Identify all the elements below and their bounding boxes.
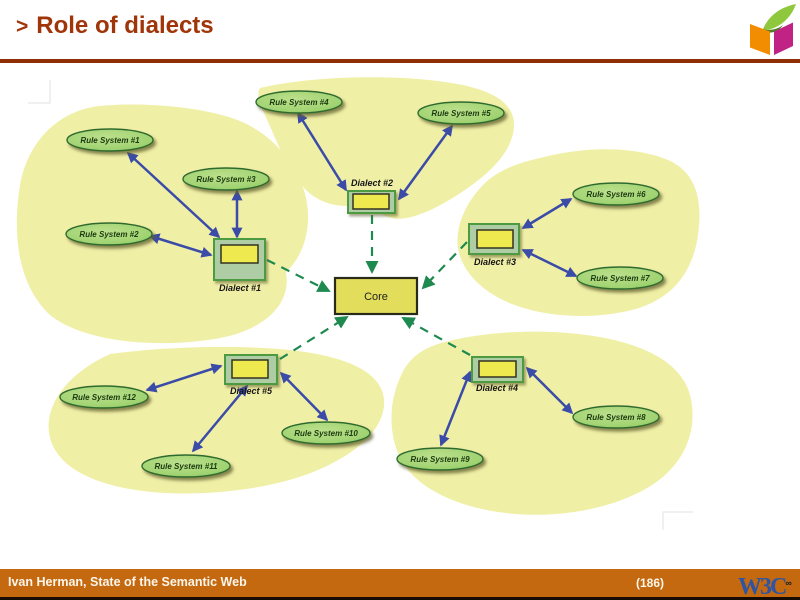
link-rs6-d3: [521, 197, 573, 230]
rule-system-7-label: Rule System #7: [590, 274, 650, 283]
rule-system-4-ellipse: [255, 90, 343, 114]
link-rs5-d2: [397, 124, 454, 201]
footer-bar: Ivan Herman, State of the Semantic Web (…: [0, 569, 800, 600]
rule-system-8-ellipse: [572, 405, 660, 429]
dialect-3-node: Dialect #3: [468, 223, 520, 267]
rule-system-4-label: Rule System #4: [269, 98, 329, 107]
dialect-5-label: Dialect #5: [230, 386, 273, 396]
dialect-5-inner-rect: [231, 359, 269, 379]
dialect-nodes: Dialect #1 Dialect #2 Dialect #3 Dialect…: [213, 178, 524, 396]
rule-system-3-node: Rule System #3: [182, 167, 270, 191]
rule-system-11-node: Rule System #11: [141, 454, 231, 478]
rule-system-1-label: Rule System #1: [80, 136, 140, 145]
rule-system-3-label: Rule System #3: [196, 175, 256, 184]
dialect-3-label: Dialect #3: [474, 257, 516, 267]
rule-system-9-label: Rule System #9: [410, 455, 470, 464]
dialect-to-core-links: [266, 215, 471, 360]
rule-system-12-label: Rule System #12: [72, 393, 136, 402]
link-rs2-d1: [148, 233, 213, 258]
rule-system-3-ellipse: [182, 167, 270, 191]
footer-page-number: (186): [635, 576, 664, 590]
link-rs10-d5: [279, 371, 329, 422]
link-rs7-d3: [521, 248, 578, 278]
rule-system-6-label: Rule System #6: [586, 190, 646, 199]
dialect-5-node: Dialect #5: [224, 354, 278, 396]
link-dialect3-core: [421, 241, 468, 290]
link-rs11-d5: [191, 384, 249, 453]
rule-system-5-label: Rule System #5: [431, 109, 491, 118]
slide-header: > Role of dialects: [0, 0, 800, 60]
rule-system-12-node: Rule System #12: [59, 385, 149, 409]
rule-system-1-ellipse: [66, 128, 154, 152]
rule-system-2-label: Rule System #2: [79, 230, 139, 239]
rule-system-6-node: Rule System #6: [572, 182, 660, 206]
faint-corner-mark-topleft: [28, 80, 51, 104]
rule-system-5-node: Rule System #5: [417, 101, 505, 125]
page-title-text: Role of dialects: [36, 12, 214, 39]
link-rs9-d4: [439, 370, 472, 447]
dialect-1-label: Dialect #1: [219, 283, 261, 293]
cube-orange-face: [750, 24, 770, 55]
dialects-diagram: Dialect #1 Dialect #2 Dialect #3 Dialect…: [16, 77, 700, 530]
link-dialect5-core: [279, 315, 349, 360]
title-bullet: >: [16, 15, 29, 38]
rule-system-8-node: Rule System #8: [572, 405, 660, 429]
cube-leaf-shape: [763, 4, 796, 30]
rule-system-11-ellipse: [141, 454, 231, 478]
rule-system-9-ellipse: [396, 447, 484, 471]
rule-system-2-ellipse: [65, 222, 153, 246]
cube-leaf-shadow: [763, 25, 783, 33]
rule-system-12-ellipse: [59, 385, 149, 409]
w3c-logo: W3C∞: [738, 570, 794, 600]
link-rs1-d1: [126, 151, 221, 239]
rule-system-nodes: Rule System #1 Rule System #2 Rule Syste…: [59, 90, 664, 478]
rule-system-7-node: Rule System #7: [576, 266, 664, 290]
rule-system-4-node: Rule System #4: [255, 90, 343, 114]
dialect-3-inner-rect: [476, 229, 514, 249]
rule-system-10-label: Rule System #10: [294, 429, 358, 438]
rule-system-10-ellipse: [281, 421, 371, 445]
link-dialect4-core: [401, 317, 471, 356]
semantic-web-cube-icon: [750, 4, 796, 55]
faint-corner-mark-bottomright: [662, 511, 693, 530]
link-rs8-d4: [525, 366, 574, 415]
rule-system-7-ellipse: [576, 266, 664, 290]
dialect-1-node: Dialect #1: [213, 238, 266, 293]
dialect-4-label: Dialect #4: [476, 383, 518, 393]
rule-system-links: [126, 111, 578, 453]
rule-system-5-ellipse: [417, 101, 505, 125]
rule-system-6-ellipse: [572, 182, 660, 206]
dialect-1-inner-rect: [220, 244, 259, 264]
header-rule: [0, 59, 800, 63]
page-title: > Role of dialects: [16, 12, 214, 40]
rule-system-9-node: Rule System #9: [396, 447, 484, 471]
core-node: Core: [333, 276, 419, 316]
core-box: [333, 276, 419, 316]
w3c-logo-text: W3C: [738, 574, 787, 600]
dialect-4-inner-rect: [478, 360, 517, 378]
dialect-2-label: Dialect #2: [351, 178, 393, 188]
dialect-4-node: Dialect #4: [471, 356, 524, 393]
cube-magenta-face: [774, 22, 793, 55]
link-rs12-d5: [145, 363, 223, 393]
dialect-2-node: Dialect #2: [347, 178, 396, 214]
blob-dialect-1: [16, 104, 309, 344]
footer-bottom-strip: [0, 597, 800, 600]
core-label: Core: [364, 291, 388, 303]
rule-system-2-node: Rule System #2: [65, 222, 153, 246]
rule-system-11-label: Rule System #11: [155, 462, 219, 471]
w3c-logo-superscript: ∞: [785, 578, 792, 588]
link-rs4-d2: [296, 111, 348, 192]
footer-author: Ivan Herman, State of the Semantic Web: [8, 575, 247, 589]
rule-system-10-node: Rule System #10: [281, 421, 371, 445]
dialect-2-inner-rect: [352, 193, 390, 210]
rule-system-8-label: Rule System #8: [586, 413, 646, 422]
link-dialect1-core: [266, 259, 331, 292]
rule-system-1-node: Rule System #1: [66, 128, 154, 152]
